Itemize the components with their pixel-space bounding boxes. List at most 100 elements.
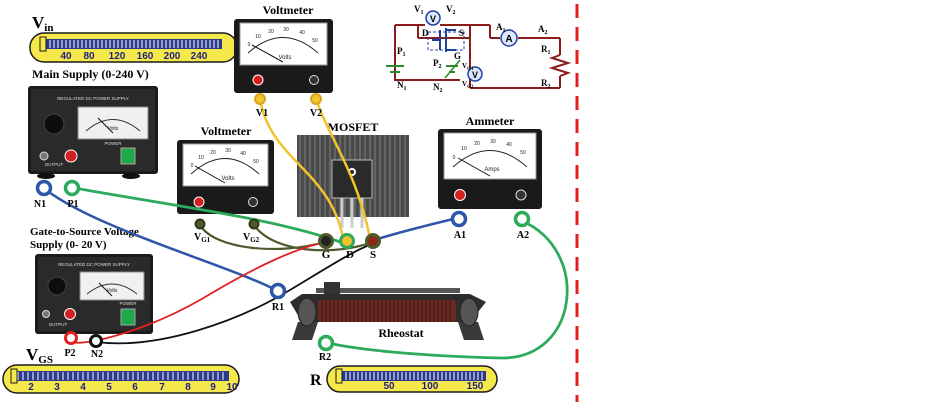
mid-voltmeter-negative-terminal[interactable]	[248, 197, 258, 207]
vin-slider-thumb[interactable]	[39, 36, 47, 52]
ammeter-positive-terminal[interactable]	[454, 189, 466, 201]
vgs-tick: 7	[159, 382, 165, 393]
gate-supply-power-switch[interactable]	[120, 308, 136, 326]
svg-text:20: 20	[474, 141, 480, 147]
main-supply-power-switch[interactable]	[120, 147, 136, 165]
terminal-gate[interactable]	[318, 233, 334, 249]
terminal-r1[interactable]	[269, 282, 287, 300]
gate-supply-negative-terminal[interactable]	[42, 310, 50, 318]
r-slider[interactable]: 50 100 150	[326, 365, 498, 393]
terminal-r2-label: R2	[319, 352, 331, 363]
terminal-v2[interactable]	[310, 93, 322, 105]
main-supply-meter-unit: Volts	[108, 126, 119, 132]
terminal-p2-label: P2	[64, 348, 75, 359]
top-voltmeter: 0 10 20 30 40 50 Volts	[234, 19, 333, 93]
svg-text:50: 50	[520, 150, 526, 156]
wire-v2-to-source	[314, 97, 372, 240]
ammeter-title: Ammeter	[466, 114, 515, 128]
wire-source-to-a1	[372, 216, 460, 242]
gate-supply-positive-terminal[interactable]	[64, 308, 76, 320]
svg-text:VG1: VG1	[462, 62, 474, 72]
terminal-a2-label: A2	[517, 230, 529, 241]
terminal-r2[interactable]	[317, 334, 335, 352]
mosfet-chip	[350, 170, 354, 174]
top-voltmeter-title: Voltmeter	[263, 3, 315, 17]
sch-d: D	[422, 28, 429, 38]
terminal-a2[interactable]	[513, 210, 531, 228]
schematic-voltmeter-ds: V	[425, 10, 441, 26]
terminal-vg2[interactable]	[248, 218, 260, 230]
vgs-slider[interactable]: 2 3 4 5 6 7 8 9 10	[2, 364, 240, 394]
terminal-a1[interactable]	[450, 210, 468, 228]
vin-tick: 120	[109, 51, 126, 62]
vin-tick: 160	[137, 51, 154, 62]
vgs-tick: 6	[132, 382, 138, 393]
svg-text:P2: P2	[433, 58, 442, 70]
gate-supply-meter: Volts	[79, 271, 145, 301]
mosfet-title: MOSFET	[328, 120, 379, 134]
svg-text:N1: N1	[397, 80, 407, 92]
top-voltmeter-unit: Volts	[278, 55, 291, 61]
mid-voltmeter-unit: Volts	[221, 176, 234, 182]
vin-tick: 80	[83, 51, 95, 62]
vgs-tick: 5	[106, 382, 112, 393]
terminal-drain[interactable]	[339, 233, 355, 249]
r-tick: 50	[383, 381, 395, 392]
schematic-labels: V1 V2 A1 A2 R1 R2 P1 N1 P2 N2 VG1 VG2 D …	[397, 4, 551, 94]
terminal-source[interactable]	[365, 233, 381, 249]
sch-p1-sub: 1	[403, 52, 406, 58]
svg-text:P1: P1	[397, 46, 406, 58]
sch-r1: R	[541, 44, 548, 54]
terminal-gate-label: G	[322, 249, 331, 261]
top-voltmeter-negative-terminal[interactable]	[309, 75, 319, 85]
top-voltmeter-positive-terminal[interactable]	[252, 74, 264, 86]
sch-vg2: V	[462, 80, 467, 88]
svg-text:0: 0	[453, 155, 456, 161]
terminal-n2[interactable]	[89, 334, 103, 348]
ammeter-negative-terminal[interactable]	[515, 189, 527, 201]
vgs-slider-label: VGS	[26, 345, 53, 366]
wire-vg1-to-gate	[198, 223, 327, 251]
schematic-ammeter-glyph: A	[505, 34, 512, 45]
svg-text:30: 30	[490, 139, 496, 145]
terminal-vg2-label: VG2	[243, 232, 260, 244]
r-slider-thumb[interactable]	[335, 368, 343, 384]
rheostat-slider-contact[interactable]	[324, 282, 340, 294]
mid-voltmeter-title: Voltmeter	[201, 124, 253, 138]
mid-voltmeter-positive-terminal[interactable]	[193, 196, 205, 208]
gate-supply-knob[interactable]	[47, 276, 67, 296]
terminal-p2[interactable]	[64, 331, 78, 345]
svg-text:30: 30	[225, 148, 231, 154]
vgs-slider-thumb[interactable]	[10, 368, 18, 384]
gate-supply-meter-unit: Volts	[107, 288, 118, 294]
main-supply-title: Main Supply (0-240 V)	[32, 67, 149, 81]
gate-supply-power-label: POWER	[119, 301, 137, 306]
wire-a2-to-r2	[326, 219, 569, 360]
sch-r2-sub: 2	[548, 84, 551, 90]
main-supply-knob[interactable]	[43, 113, 65, 135]
main-supply-positive-terminal[interactable]	[64, 149, 78, 163]
wire-n1-to-r1	[44, 188, 278, 292]
vin-slider[interactable]: 40 80 120 160 200 240	[29, 32, 238, 63]
svg-text:R2: R2	[541, 78, 551, 90]
rheostat	[290, 282, 486, 340]
terminal-v1[interactable]	[254, 93, 266, 105]
main-supply-panel-text: REGULATED DC POWER SUPPLY	[57, 96, 129, 101]
svg-text:20: 20	[210, 150, 216, 156]
sch-n1: N	[397, 80, 404, 90]
r-slider-ticks: 50 100 150	[383, 381, 483, 392]
main-supply-negative-terminal[interactable]	[39, 151, 49, 161]
terminal-vg1[interactable]	[194, 218, 206, 230]
gate-supply-panel-text: REGULATED DC POWER SUPPLY	[58, 262, 130, 267]
terminal-vg1-label: VG1	[194, 232, 211, 244]
terminal-p1[interactable]	[63, 179, 81, 197]
terminal-n1[interactable]	[35, 179, 53, 197]
schematic-mosfet	[427, 28, 465, 52]
svg-text:VG2: VG2	[462, 80, 474, 90]
svg-text:10: 10	[198, 155, 204, 161]
sch-p2-sub: 2	[439, 64, 442, 70]
sch-a1: A	[496, 22, 503, 32]
gate-supply-output-label: OUTPUT	[49, 322, 68, 327]
r-tick: 100	[422, 381, 439, 392]
sch-s: S	[459, 28, 464, 38]
